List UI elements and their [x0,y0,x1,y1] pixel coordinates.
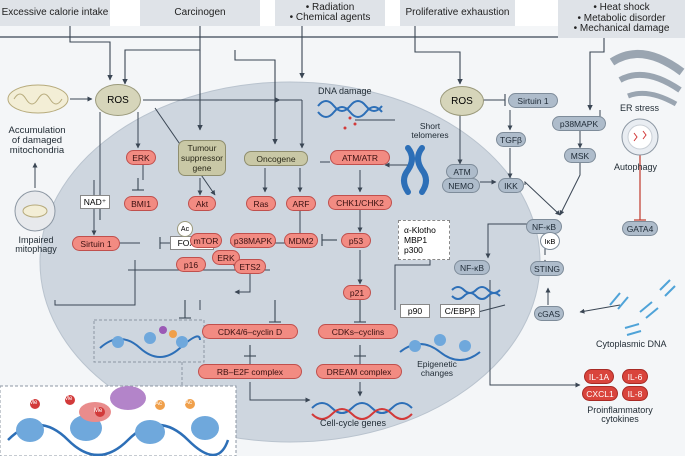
ros-right-node: ROS [440,86,484,116]
p53-node: p53 [341,233,371,248]
cell-cycle-label: Cell-cycle genes [320,418,387,428]
autophagy-icon [621,118,659,156]
ac-marker: Ac [177,221,193,237]
bmi1-node: BMI1 [124,196,158,211]
tgfb-node: TGFβ [496,132,526,147]
cell-cycle-dna-icon [311,402,413,420]
histone-zoom-panel [0,385,237,456]
ras-node: Ras [246,196,276,211]
nemo-node: NEMO [442,178,480,193]
mdm2-node: MDM2 [284,233,318,248]
il6-node: IL-6 [622,369,648,384]
ets2-node: ETS2 [234,259,266,274]
sirtuin1-right-node: Sirtuin 1 [508,93,558,108]
p16-node: p16 [176,257,206,272]
cytoplasmic-dna-label: Cytoplasmic DNA [596,339,667,349]
sting-node: STING [530,261,564,276]
cause-carcinogen: Carcinogen [140,0,260,26]
cebp-node: C/EBPβ [440,304,480,318]
p21-node: p21 [343,285,371,300]
p38mapk-mid-node: p38MAPK [230,233,276,248]
p38mapk-right-node: p38MAPK [552,116,606,131]
msk-node: MSK [564,148,596,163]
mitochondrion-icon [7,84,69,114]
me-mark-3: Me [94,408,103,414]
chromatin-icon [451,286,501,300]
atm-atr-node: ATM/ATR [330,150,390,165]
dna-damage-label: DNA damage [318,86,372,96]
nad-node: NAD⁺ [80,195,110,209]
il8-node: IL-8 [622,386,648,401]
cause-proliferative: Proliferative exhaustion [400,0,515,26]
ac-mark-2: Ac [185,400,193,406]
cdk46-node: CDK4/6–cyclin D [202,324,298,339]
gata4-node: GATA4 [622,221,658,236]
ac-mark-1: Ac [155,401,163,407]
rb-e2f-node: RB–E2F complex [198,364,302,379]
cause-heat: • Heat shock• Metabolic disorder• Mechan… [558,0,685,38]
p90-node: p90 [400,304,430,318]
cdks-cyclins-node: CDKs–cyclins [318,324,398,339]
dream-node: DREAM complex [316,364,402,379]
ros-left-node: ROS [95,84,141,116]
chromosome-icon [401,145,429,195]
erk-mid-node: ERK [212,250,240,265]
atm-node: ATM [446,164,478,179]
cxcl1-node: CXCL1 [582,386,618,401]
cause-calorie: Excessive calorie intake [0,0,110,26]
mitophagy-icon [14,190,56,232]
nfkb-small-node: NF-κB [454,260,490,275]
akt-node: Akt [188,196,216,211]
il1a-node: IL-1A [584,369,614,384]
input-arrows [69,26,605,145]
cytoplasmic-dna-icon [609,279,676,336]
dna-damage-icon [317,100,383,130]
sirtuin1-left-node: Sirtuin 1 [72,236,120,251]
mtor-node: mTOR [190,233,222,248]
nucleosome-cluster-left [93,319,205,363]
nfkb-main-node: NF-κB [526,219,562,234]
oncogene-node: Oncogene [244,151,308,166]
me-mark-2: Me [64,396,73,402]
er-stress-label: ER stress [620,103,660,113]
nucleosome-cluster-right [399,334,481,361]
er-icon [609,50,685,107]
arf-node: ARF [286,196,316,211]
erk-top-node: ERK [126,150,156,165]
me-mark-1: Me [29,400,38,406]
cgas-node: cGAS [534,306,564,321]
ikk-node: IKK [498,178,524,193]
cause-radiation: • Radiation• Chemical agents [275,0,385,26]
ikb-node: IκB [540,232,560,250]
autophagy-label: Autophagy [614,162,658,172]
chk-node: CHK1/CHK2 [328,195,392,210]
